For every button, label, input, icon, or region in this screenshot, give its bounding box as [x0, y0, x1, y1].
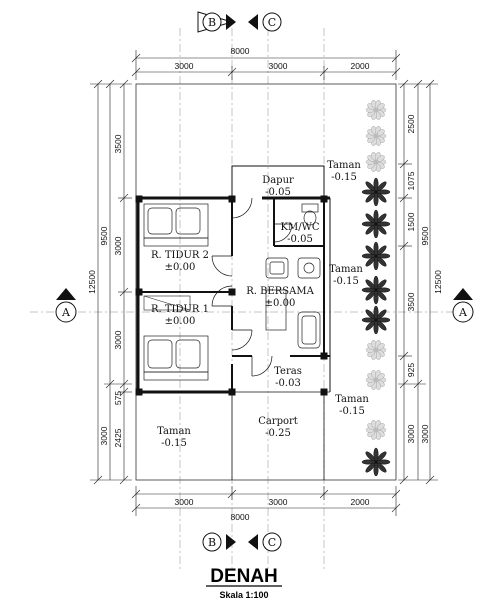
dim-right-925: 925: [406, 363, 416, 377]
plant-icon: [365, 152, 387, 172]
plant-icon: [361, 177, 391, 207]
dim-right-total: 12500: [433, 270, 443, 294]
room-tidur-1-name: R. TIDUR 1: [151, 304, 209, 315]
plant-icon: [365, 100, 387, 120]
wardrobe: [143, 295, 191, 311]
dim-right-9500: 9500: [420, 226, 430, 245]
walls: [135, 165, 331, 480]
dim-right-2500: 2500: [406, 114, 416, 133]
room-taman-bl-level: -0.15: [161, 438, 187, 449]
room-taman-right-level: -0.15: [333, 276, 359, 287]
room-dapur-level: -0.05: [265, 187, 291, 198]
dim-left-575: 575: [113, 391, 123, 405]
plant-icon: [365, 420, 387, 440]
dim-right-3000: 3000: [406, 424, 416, 443]
plant-icon: [365, 126, 387, 146]
section-marker-c-bottom: C: [248, 532, 282, 552]
room-kmwc-level: -0.05: [287, 234, 313, 245]
room-bersama-name: R. BERSAMA: [246, 286, 314, 297]
section-marker-b-top: B: [197, 11, 236, 33]
drawing-scale: Skala 1:100: [219, 590, 268, 600]
plant-icon: [361, 305, 391, 335]
dim-top-total: 8000: [231, 46, 250, 56]
section-marker-b-bottom: B: [202, 532, 236, 552]
plant-icon: [365, 340, 387, 360]
dim-top-3: 2000: [351, 61, 370, 71]
room-dapur-name: Dapur: [262, 175, 294, 186]
section-marker-a-right: A: [452, 288, 474, 323]
room-taman-br-name: Taman: [335, 394, 369, 405]
section-marker-c-top: C: [248, 12, 282, 32]
sofa-set: [265, 257, 321, 349]
room-taman-top-name: Taman: [327, 160, 361, 171]
plant-icon: [365, 370, 387, 390]
plant-icon: [361, 209, 391, 239]
dim-top-1: 3000: [175, 61, 194, 71]
section-b-top-label: B: [208, 16, 216, 29]
dimension-top: [131, 50, 401, 80]
dim-left-3000c: 3000: [99, 426, 109, 445]
site-boundary: [135, 83, 397, 481]
bed-tidur-1: [143, 335, 209, 381]
dim-bottom-3: 2000: [351, 497, 370, 507]
room-taman-right-name: Taman: [329, 264, 363, 275]
dim-left-total: 12500: [87, 270, 97, 294]
drawing-title: DENAH: [210, 566, 278, 587]
dim-bottom-1: 3000: [175, 497, 194, 507]
doors: [211, 197, 293, 377]
section-c-top-label: C: [268, 16, 276, 29]
room-carport-name: Carport: [258, 416, 298, 427]
room-teras-level: -0.03: [275, 378, 301, 389]
plant-icon: [361, 275, 391, 305]
dim-right-1500: 1500: [406, 212, 416, 231]
dimension-bottom: [131, 486, 401, 516]
section-b-bottom-label: B: [208, 536, 216, 549]
dim-right-1075: 1075: [406, 171, 416, 190]
plant-icon: [361, 447, 391, 477]
dim-right-3500: 3500: [406, 292, 416, 311]
dim-top-2: 3000: [269, 61, 288, 71]
section-marker-a-left: A: [55, 288, 77, 323]
section-c-bottom-label: C: [268, 536, 276, 549]
dimension-right: [398, 79, 438, 485]
bed-tidur-2: [143, 203, 209, 247]
plant-icon: [361, 241, 391, 271]
plant-icons: [361, 100, 391, 477]
room-tidur-2-name: R. TIDUR 2: [151, 250, 209, 261]
dim-left-3000b: 3000: [113, 330, 123, 349]
room-teras-name: Teras: [274, 366, 302, 377]
room-tidur-1-level: ±0.00: [165, 316, 196, 327]
room-carport-level: -0.25: [265, 428, 291, 439]
room-taman-bl-name: Taman: [157, 426, 191, 437]
toilet: [301, 203, 319, 226]
dim-right-3000b: 3000: [420, 424, 430, 443]
dim-left-3000a: 3000: [113, 236, 123, 255]
dim-bottom-2: 3000: [269, 497, 288, 507]
section-a-left-label: A: [61, 306, 71, 319]
room-bersama-level: ±0.00: [265, 298, 296, 309]
dim-bottom-total: 8000: [231, 512, 250, 522]
section-a-right-label: A: [458, 306, 468, 319]
dim-left-2425: 2425: [113, 428, 123, 447]
dimension-left: [90, 79, 132, 485]
room-tidur-2-level: ±0.00: [165, 262, 196, 273]
room-taman-top-level: -0.15: [331, 172, 357, 183]
dim-left-3500: 3500: [113, 134, 123, 153]
dim-left-9500: 9500: [99, 226, 109, 245]
room-kmwc-name: KM/WC: [280, 222, 319, 233]
room-taman-br-level: -0.15: [339, 406, 365, 417]
